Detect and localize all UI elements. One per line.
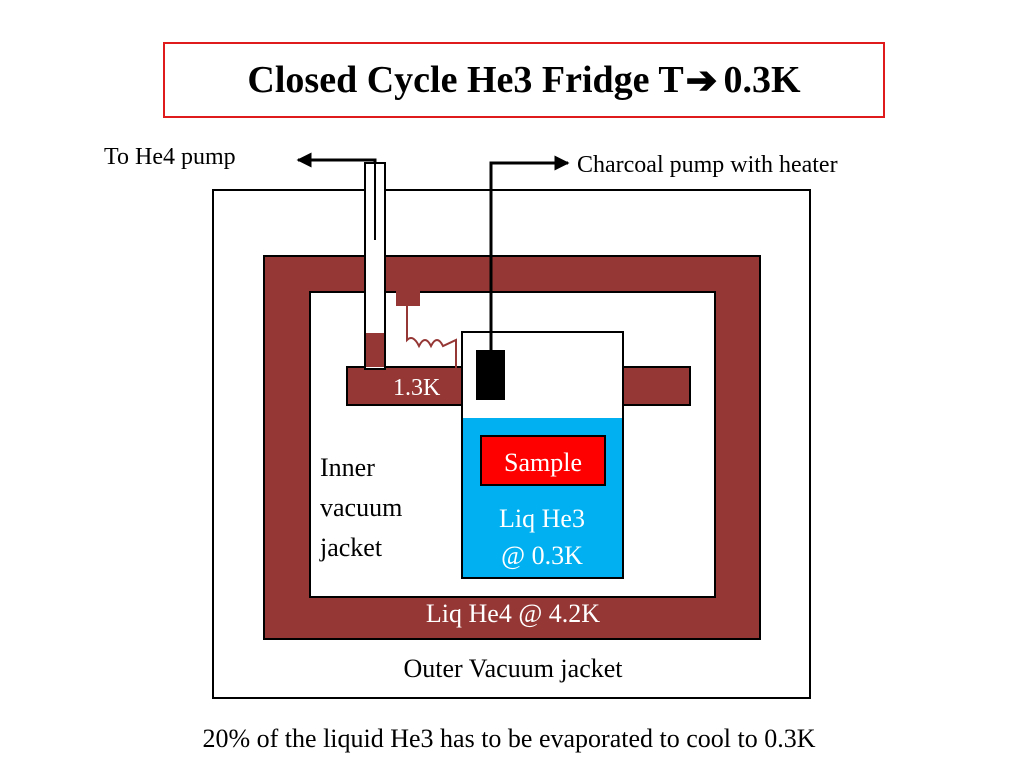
title-arrow: ➔ bbox=[685, 59, 718, 102]
outer-vacuum-label: Outer Vacuum jacket bbox=[404, 654, 624, 683]
charcoal-pump-label: Charcoal pump with heater bbox=[577, 152, 838, 178]
charcoal-pump-line bbox=[489, 155, 570, 350]
liq-he3-label-2: @ 0.3K bbox=[501, 541, 583, 570]
sample-label: Sample bbox=[504, 448, 582, 477]
title-box: Closed Cycle He3 Fridge T➔0.3K bbox=[163, 42, 885, 118]
footnote: 20% of the liquid He3 has to be evaporat… bbox=[202, 724, 815, 753]
charcoal-pump bbox=[476, 350, 505, 400]
title-text-before: Closed Cycle He3 Fridge T bbox=[247, 59, 684, 101]
sample-box bbox=[480, 435, 606, 486]
he4-pump-label: To He4 pump bbox=[104, 144, 236, 170]
heat-exchanger-coil bbox=[406, 306, 457, 368]
thermal-link-block bbox=[396, 290, 420, 306]
inner-vacuum-label-2: vacuum bbox=[320, 493, 402, 522]
title-text-after: 0.3K bbox=[723, 59, 801, 101]
pot-temp-label: 1.3K bbox=[393, 375, 441, 401]
inner-vacuum-label-1: Inner bbox=[320, 453, 375, 482]
pot-liquid-column bbox=[366, 333, 384, 367]
he4-pump-arrow bbox=[296, 152, 377, 168]
liq-he3-label-1: Liq He3 bbox=[499, 504, 585, 533]
liq-he4-label: Liq He4 @ 4.2K bbox=[426, 599, 600, 628]
inner-vacuum-label-3: jacket bbox=[319, 533, 383, 562]
